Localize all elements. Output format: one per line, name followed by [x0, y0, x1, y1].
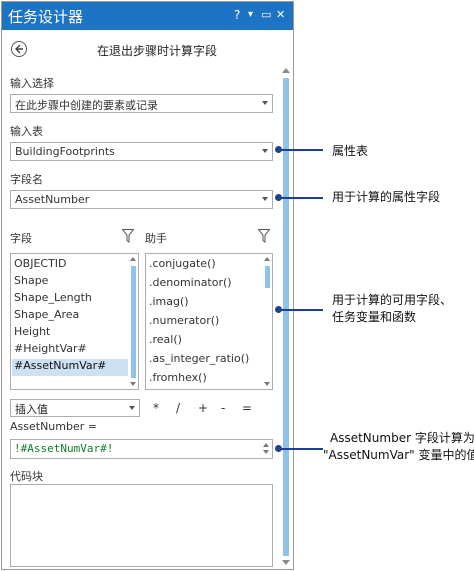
input-selection-label: 输入选择 — [10, 77, 54, 90]
helpers-label: 助手 — [145, 232, 167, 245]
step-title: 在退出步骤时计算字段 — [96, 44, 217, 58]
pane-scroll-up-icon[interactable] — [282, 68, 290, 73]
scroll-up-icon[interactable] — [130, 257, 136, 261]
fields-scrollbar[interactable] — [131, 266, 136, 378]
insert-value-label: 插入值 — [15, 403, 48, 416]
callout-dot — [275, 146, 282, 153]
callout-dot — [275, 445, 282, 452]
list-item[interactable]: .denominator() — [149, 276, 232, 289]
input-table-label: 输入表 — [10, 125, 43, 138]
field-name-dropdown[interactable]: AssetNumber — [10, 190, 273, 209]
chevron-down-icon — [262, 149, 268, 153]
field-name-label: 字段名 — [10, 173, 43, 186]
list-item[interactable]: Shape_Area — [14, 308, 80, 321]
callout-available-line-1: 用于计算的可用字段、 — [332, 293, 453, 307]
insert-value-dropdown[interactable]: 插入值 — [10, 399, 140, 417]
scroll-up-icon[interactable] — [264, 257, 270, 261]
code-block-input[interactable] — [10, 484, 273, 567]
chevron-down-icon — [262, 101, 268, 105]
chevron-down-icon — [129, 406, 135, 410]
pane-title: 任务设计器 — [8, 8, 84, 26]
list-item[interactable]: Height — [14, 325, 51, 338]
input-table-value: BuildingFootprints — [15, 145, 115, 158]
field-name-value: AssetNumber — [15, 193, 90, 206]
task-designer-pane: 任务设计器 ? ▾ ▭ ✕ 在退出步骤时计算字段 输入选择 在此步骤中创建的要素… — [1, 1, 294, 570]
options-menu-icon[interactable]: ▾ — [248, 9, 254, 20]
callout-line — [279, 149, 323, 151]
list-item[interactable]: .as_integer_ratio() — [149, 352, 250, 365]
callout-attribute-table: 属性表 — [332, 144, 369, 158]
callout-expression-line-2: "AssetNumVar" 变量中的值 — [323, 448, 474, 462]
list-item[interactable]: #HeightVar# — [14, 342, 87, 355]
expression-label: AssetNumber = — [10, 420, 97, 433]
scroll-up-icon[interactable] — [263, 443, 269, 447]
list-item[interactable]: .real() — [149, 333, 182, 346]
scroll-down-icon[interactable] — [263, 450, 269, 454]
input-selection-dropdown[interactable]: 在此步骤中创建的要素或记录 — [10, 94, 273, 113]
pane-scroll-down-icon[interactable] — [282, 560, 290, 565]
fields-label: 字段 — [10, 232, 32, 245]
list-item[interactable]: Shape_Length — [14, 291, 92, 304]
fields-filter-icon[interactable] — [122, 229, 134, 243]
divide-operator-button[interactable]: / — [176, 401, 181, 415]
close-icon[interactable]: ✕ — [276, 8, 286, 21]
add-operator-button[interactable]: + — [198, 401, 209, 415]
pane-scrollbar[interactable] — [283, 78, 289, 556]
expression-input[interactable]: !#AssetNumVar#! — [10, 439, 273, 459]
scroll-down-icon[interactable] — [130, 382, 136, 386]
title-bar: 任务设计器 ? ▾ ▭ ✕ — [2, 2, 293, 30]
list-item[interactable]: Shape — [14, 274, 49, 287]
callout-dot — [275, 306, 282, 313]
scroll-down-icon[interactable] — [264, 382, 270, 386]
callout-line — [279, 197, 323, 199]
list-item-selected[interactable]: #AssetNumVar# — [12, 359, 128, 376]
expression-value: !#AssetNumVar#! — [14, 442, 114, 455]
subtract-operator-button[interactable]: - — [221, 401, 226, 415]
chevron-down-icon — [262, 197, 268, 201]
input-table-dropdown[interactable]: BuildingFootprints — [10, 142, 273, 161]
list-item[interactable]: .imag() — [149, 295, 189, 308]
helpers-filter-icon[interactable] — [258, 229, 270, 243]
list-item[interactable]: .conjugate() — [149, 257, 216, 270]
pin-icon[interactable]: ▭ — [261, 8, 272, 21]
list-item[interactable]: .fromhex() — [149, 371, 207, 384]
helpers-list: .conjugate() .denominator() .imag() .num… — [145, 253, 273, 390]
callout-dot — [275, 194, 282, 201]
back-arrow-icon[interactable] — [11, 41, 27, 57]
code-block-label: 代码块 — [10, 470, 43, 483]
fields-list: OBJECTID Shape Shape_Length Shape_Area H… — [10, 253, 139, 390]
callout-line — [279, 309, 323, 311]
help-icon[interactable]: ? — [234, 8, 241, 22]
helpers-scrollbar[interactable] — [265, 266, 270, 288]
callout-available-line-2: 任务变量和函数 — [332, 310, 417, 324]
callout-calc-field: 用于计算的属性字段 — [332, 190, 441, 204]
list-item[interactable]: .numerator() — [149, 314, 220, 327]
callout-line — [279, 448, 323, 450]
equals-operator-button[interactable]: = — [242, 401, 253, 415]
callout-expression-line-1: AssetNumber 字段计算为 — [330, 431, 474, 445]
multiply-operator-button[interactable]: * — [153, 401, 159, 415]
input-selection-value: 在此步骤中创建的要素或记录 — [15, 99, 158, 112]
list-item[interactable]: OBJECTID — [14, 257, 67, 270]
